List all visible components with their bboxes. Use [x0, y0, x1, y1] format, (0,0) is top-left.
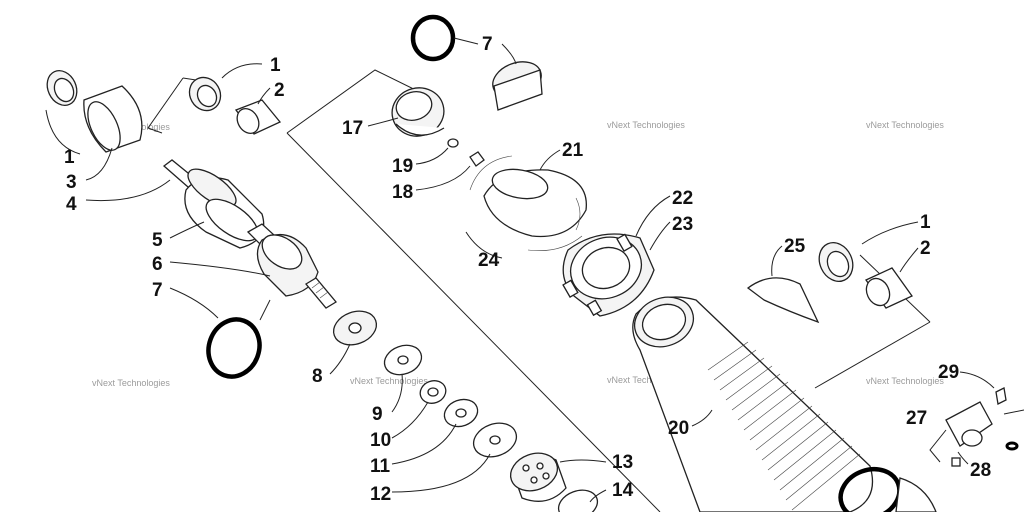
callout-2: 2 — [920, 238, 931, 259]
callout-23: 23 — [672, 214, 693, 235]
shaft-assembly — [162, 159, 337, 309]
shock-body — [632, 296, 937, 512]
callout-1: 1 — [64, 147, 75, 168]
callout-21: 21 — [562, 140, 584, 161]
watermark: vNext Technologies — [607, 120, 685, 130]
callout-11: 11 — [370, 456, 391, 477]
callout-27: 27 — [906, 408, 927, 429]
callout-17: 17 — [342, 118, 363, 139]
watermark: vNext Technologies — [866, 376, 944, 386]
callout-22: 22 — [672, 188, 693, 209]
reservoir-cap — [391, 61, 543, 167]
callouts: 1 2 1 3 4 5 6 7 8 9 10 11 12 13 14 7 17 … — [64, 34, 991, 505]
lower-bushing-set — [818, 242, 913, 309]
callout-14: 14 — [612, 480, 634, 501]
callout-2: 2 — [274, 80, 285, 101]
spring-clip — [746, 277, 820, 324]
callout-13: 13 — [612, 452, 633, 473]
callout-4: 4 — [66, 194, 77, 215]
callout-7: 7 — [482, 34, 493, 55]
callout-3: 3 — [66, 172, 77, 193]
callout-29: 29 — [938, 362, 959, 383]
callout-18: 18 — [392, 182, 413, 203]
callout-10: 10 — [370, 430, 391, 451]
callout-8: 8 — [312, 366, 323, 387]
leader-lines — [45, 37, 995, 503]
callout-25: 25 — [784, 236, 806, 257]
watermark: vNext Technologies — [866, 120, 944, 130]
watermark: vNext Technologies — [350, 376, 428, 386]
callout-1: 1 — [920, 212, 931, 233]
o-ring — [410, 14, 456, 62]
callout-24: 24 — [478, 250, 500, 271]
callout-28: 28 — [970, 460, 991, 481]
o-ring — [838, 466, 902, 512]
watermarks: vNext Technologies vNext Technologies vN… — [92, 120, 944, 388]
callout-12: 12 — [370, 484, 391, 505]
callout-19: 19 — [392, 156, 413, 177]
watermark: vNext Technologies — [607, 375, 685, 385]
watermark: vNext Technologies — [92, 378, 170, 388]
callout-7: 7 — [152, 280, 163, 301]
callout-20: 20 — [668, 418, 689, 439]
valve-stack — [332, 310, 599, 512]
upper-bushing-set — [46, 69, 282, 153]
callout-9: 9 — [372, 404, 383, 425]
callout-5: 5 — [152, 230, 163, 251]
callout-1: 1 — [270, 55, 281, 76]
adjuster-valve — [929, 387, 1024, 467]
o-ring — [206, 317, 262, 379]
spring-collar — [562, 233, 655, 317]
piston-bands — [469, 155, 587, 251]
callout-6: 6 — [152, 254, 163, 275]
